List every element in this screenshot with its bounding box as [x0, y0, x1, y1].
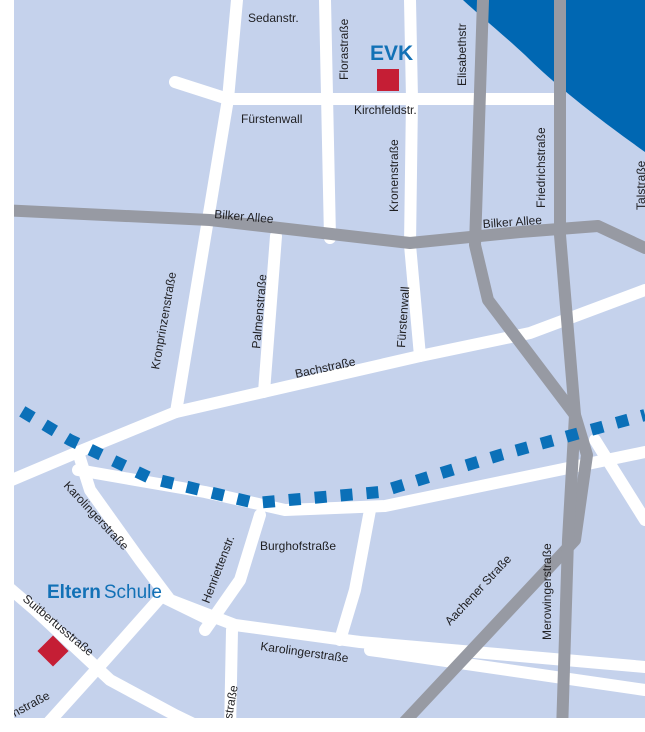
label-bilker-allee-left: Bilker Allee [214, 207, 275, 226]
frame-bottom [0, 718, 645, 732]
evk-label: EVK [370, 42, 413, 65]
label-friedrichstrasse: Friedrichstraße [534, 127, 548, 208]
label-burghofstrasse: Burghofstraße [260, 539, 336, 553]
street-labels: Sedanstr. Florastraße Elisabethstr Fürst… [0, 11, 645, 731]
elternschule-label-light: Schule [104, 582, 162, 603]
label-elisabethstrasse: Elisabethstr [455, 23, 469, 86]
elternschule-label-bold: Eltern [47, 582, 101, 603]
railway-line [0, 392, 645, 510]
label-palmenstrasse: Palmenstraße [249, 273, 269, 349]
label-fuerstenwall-top: Fürstenwall [241, 112, 302, 126]
label-bilker-allee-right: Bilker Allee [482, 213, 543, 231]
label-fuerstenwall-mid: Fürstenwall [394, 286, 412, 348]
label-kronenstrasse: Kronenstraße [387, 139, 401, 212]
label-sedanstr: Sedanstr. [248, 11, 299, 25]
label-merowingerstrasse: Merowingerstraße [540, 543, 554, 640]
frame-left [0, 0, 14, 732]
label-kirchfeldstr: Kirchfeldstr. [354, 103, 417, 117]
label-talstrasse: Talstraße [634, 160, 645, 210]
evk-hospital-marker[interactable] [377, 69, 399, 91]
label-florastrasse: Florastraße [337, 18, 351, 80]
